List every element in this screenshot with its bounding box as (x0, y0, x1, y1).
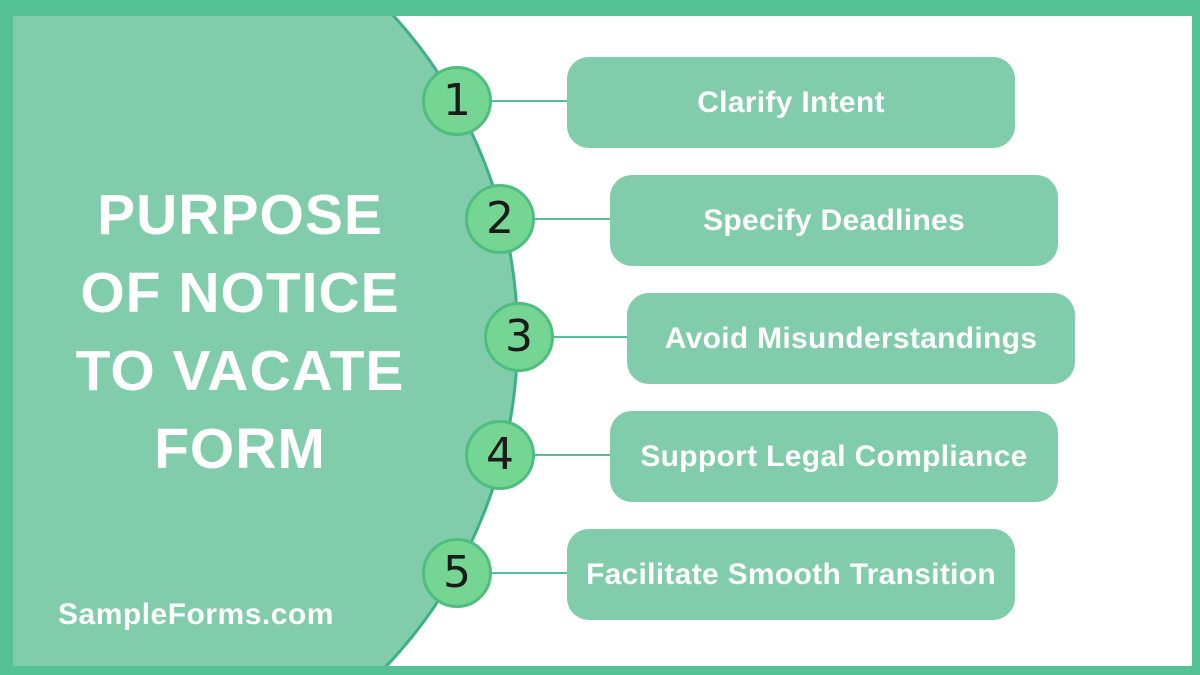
step-label-pill: Clarify Intent (567, 57, 1015, 148)
connector-line (519, 336, 627, 338)
step-number-badge: 1 (422, 66, 492, 136)
step-label: Support Legal Compliance (640, 439, 1028, 473)
step-number-badge: 2 (465, 184, 535, 254)
brand-watermark: SampleForms.com (58, 598, 334, 631)
step-label-pill: Facilitate Smooth Transition (567, 529, 1015, 620)
step-label: Avoid Misunderstandings (664, 321, 1038, 355)
page-title: PURPOSE OF NOTICE TO VACATE FORM (75, 183, 405, 481)
connector-line (457, 100, 567, 102)
connector-line (500, 218, 610, 220)
step-number: 4 (486, 429, 514, 480)
connector-line (457, 572, 567, 574)
step-label: Facilitate Smooth Transition (585, 557, 997, 591)
step-label-pill: Avoid Misunderstandings (627, 293, 1075, 384)
step-label-pill: Support Legal Compliance (610, 411, 1058, 502)
step-number: 1 (443, 75, 471, 126)
step-label: Clarify Intent (697, 85, 885, 119)
step-number-badge: 3 (484, 302, 554, 372)
step-number: 5 (443, 547, 471, 598)
step-number: 2 (486, 193, 514, 244)
step-number: 3 (505, 311, 533, 362)
step-label-pill: Specify Deadlines (610, 175, 1058, 266)
connector-line (500, 454, 610, 456)
step-label: Specify Deadlines (703, 203, 965, 237)
step-number-badge: 4 (465, 420, 535, 490)
step-number-badge: 5 (422, 538, 492, 608)
